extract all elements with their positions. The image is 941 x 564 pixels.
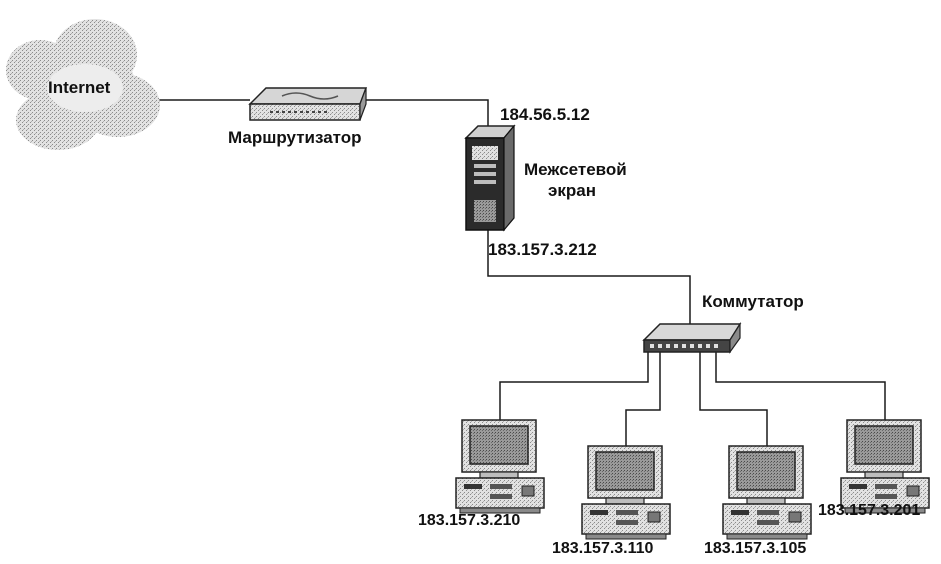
firewall-label-line2: экран (548, 181, 597, 200)
link-switch-host-3 (699, 352, 768, 446)
connection-lines (148, 99, 886, 446)
workstation-icon (455, 419, 545, 514)
workstation-icon (840, 419, 930, 514)
firewall-tower-icon (464, 124, 516, 232)
firewall-outer-ip: 184.56.5.12 (500, 105, 590, 124)
router-label: Маршрутизатор (228, 128, 362, 147)
workstation-icon (722, 445, 812, 540)
workstation-icon (581, 445, 671, 540)
link-switch-host-4 (715, 352, 886, 420)
host-ip-label: 183.157.3.210 (418, 512, 521, 529)
internet-label: Internet (48, 78, 111, 97)
link-switch-host-1 (499, 352, 649, 420)
link-router-firewall (360, 99, 489, 128)
switch-icon (642, 321, 742, 354)
link-switch-host-2 (625, 352, 661, 446)
router-icon (248, 87, 368, 121)
host-ip-label: 183.157.3.110 (552, 540, 654, 557)
host-ip-label: 183.157.3.105 (704, 540, 807, 557)
firewall-inner-ip: 183.157.3.212 (488, 240, 597, 259)
internet-cloud-icon (6, 19, 160, 150)
switch-label: Коммутатор (702, 292, 804, 311)
firewall-label-line1: Межсетевой (524, 160, 627, 179)
host-ip-label: 183.157.3.201 (818, 502, 921, 519)
link-firewall-switch (487, 230, 691, 326)
